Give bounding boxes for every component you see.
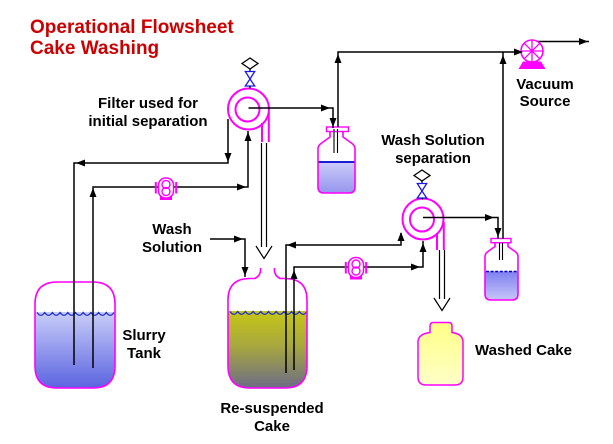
page-title-line1: Operational Flowsheet <box>30 17 234 38</box>
pump-icon-1 <box>154 177 178 200</box>
label-filter1-line1: Filter used for <box>98 95 198 112</box>
bottle2-cap <box>490 237 512 244</box>
label-wash-solution-line2: Solution <box>142 239 202 256</box>
label-wash-sep-line1: Wash Solution <box>381 132 485 149</box>
filter-icon-1 <box>227 87 270 142</box>
valve-icon <box>416 182 428 193</box>
label-vacuum-line1: Vacuum <box>516 76 574 93</box>
process-lines <box>73 40 589 373</box>
vent-diamond-icon <box>240 57 260 70</box>
label-slurry-line2: Tank <box>127 345 162 362</box>
vacuum-source-icon <box>518 39 546 69</box>
cake-transfer-arrow-1 <box>255 143 273 260</box>
pump-icon-2 <box>344 256 368 280</box>
vent-valve-2 <box>412 169 432 200</box>
washed-cake-jar <box>417 321 464 386</box>
resuspended-cake-tank <box>227 267 308 389</box>
label-vacuum-line2: Source <box>520 93 571 110</box>
slurry-tank <box>34 281 116 389</box>
label-resuspended-line2: Cake <box>254 418 290 435</box>
vent-valve-1 <box>240 57 260 89</box>
vent-diamond-icon <box>412 169 432 182</box>
filter-icon-2 <box>401 197 445 250</box>
label-wash-solution-line1: Wash <box>152 221 191 238</box>
label-washed-cake: Washed Cake <box>475 342 572 359</box>
slurry-wave <box>36 311 115 316</box>
filtrate-bottle-1 <box>317 126 356 194</box>
label-filter1-line2: initial separation <box>88 113 207 130</box>
label-slurry-line1: Slurry <box>122 327 166 344</box>
label-wash-sep-line2: separation <box>395 150 471 167</box>
page-title-line2: Cake Washing <box>30 38 159 59</box>
valve-icon <box>244 70 256 81</box>
filtrate-bottle-2 <box>484 237 519 301</box>
flow-arrowheads <box>76 38 588 279</box>
cake-transfer-arrow-2 <box>433 250 451 312</box>
label-resuspended-line1: Re-suspended <box>220 400 323 417</box>
